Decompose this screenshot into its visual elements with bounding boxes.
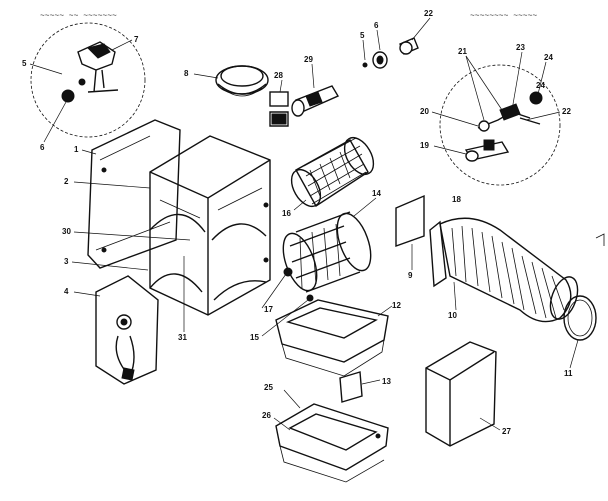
blower-wheel-cage <box>282 211 372 293</box>
callout-17: 17 <box>264 305 273 314</box>
screw-15 <box>306 294 314 302</box>
callout-labels: 7 5 6 8 28 29 5 6 22 21 23 24 20 22 19 1… <box>22 9 573 436</box>
callout-6-top: 6 <box>374 21 379 30</box>
callout-12: 12 <box>392 301 401 310</box>
callout-5-left: 5 <box>22 59 27 68</box>
callout-15: 15 <box>250 333 259 342</box>
filter-pad <box>395 194 425 247</box>
callout-3: 3 <box>64 257 69 266</box>
bracket-13 <box>339 371 363 403</box>
lower-pan <box>275 403 389 483</box>
switch-detail-circle <box>30 22 146 138</box>
hose-ring <box>563 295 597 341</box>
callout-28: 28 <box>274 71 283 80</box>
edge-bracket <box>595 233 605 246</box>
callout-29: 29 <box>304 55 313 64</box>
callout-7: 7 <box>134 35 139 44</box>
callout-6-left: 6 <box>40 143 45 152</box>
callout-25: 25 <box>264 383 273 392</box>
callout-13: 13 <box>382 377 391 386</box>
callout-2: 2 <box>64 177 69 186</box>
header-right-text: ~~~~~~~~ ~~~~~ <box>470 12 537 21</box>
leader-lines <box>29 17 579 431</box>
callout-21: 21 <box>458 47 467 56</box>
filter-cylinder <box>290 136 375 208</box>
coil-ring-part <box>215 65 269 97</box>
callout-10: 10 <box>448 311 457 320</box>
side-panel <box>425 341 497 447</box>
callout-11: 11 <box>564 369 573 378</box>
bracket-detail-circle <box>439 64 561 186</box>
callout-26: 26 <box>262 411 271 420</box>
callout-24-top: 24 <box>544 53 553 62</box>
drain-tray <box>275 299 389 377</box>
callout-22-right: 22 <box>562 107 571 116</box>
callout-5-top: 5 <box>360 31 365 40</box>
callout-9: 9 <box>408 271 413 280</box>
callout-19: 19 <box>420 141 429 150</box>
callout-20: 20 <box>420 107 429 116</box>
motor-plate <box>95 275 159 385</box>
fitting-29 <box>291 85 340 117</box>
callout-14: 14 <box>372 189 381 198</box>
small-fittings-top <box>362 37 419 69</box>
callout-22-top: 22 <box>424 9 433 18</box>
callout-4: 4 <box>64 287 69 296</box>
callout-16: 16 <box>282 209 291 218</box>
callout-18: 18 <box>452 195 461 204</box>
back-plate <box>87 119 181 269</box>
callout-30: 30 <box>62 227 71 236</box>
callout-1: 1 <box>74 145 79 154</box>
header-left-text: ~~~~~ ~~ ~~~~~~~ <box>40 12 117 21</box>
callout-27: 27 <box>502 427 511 436</box>
callout-24-bracket: 24 <box>536 81 545 90</box>
callout-31: 31 <box>178 333 187 342</box>
flexible-hose <box>429 217 579 323</box>
blower-housing <box>149 135 271 316</box>
fitting-28 <box>269 91 289 127</box>
callout-23: 23 <box>516 43 525 52</box>
callout-8: 8 <box>184 69 189 78</box>
